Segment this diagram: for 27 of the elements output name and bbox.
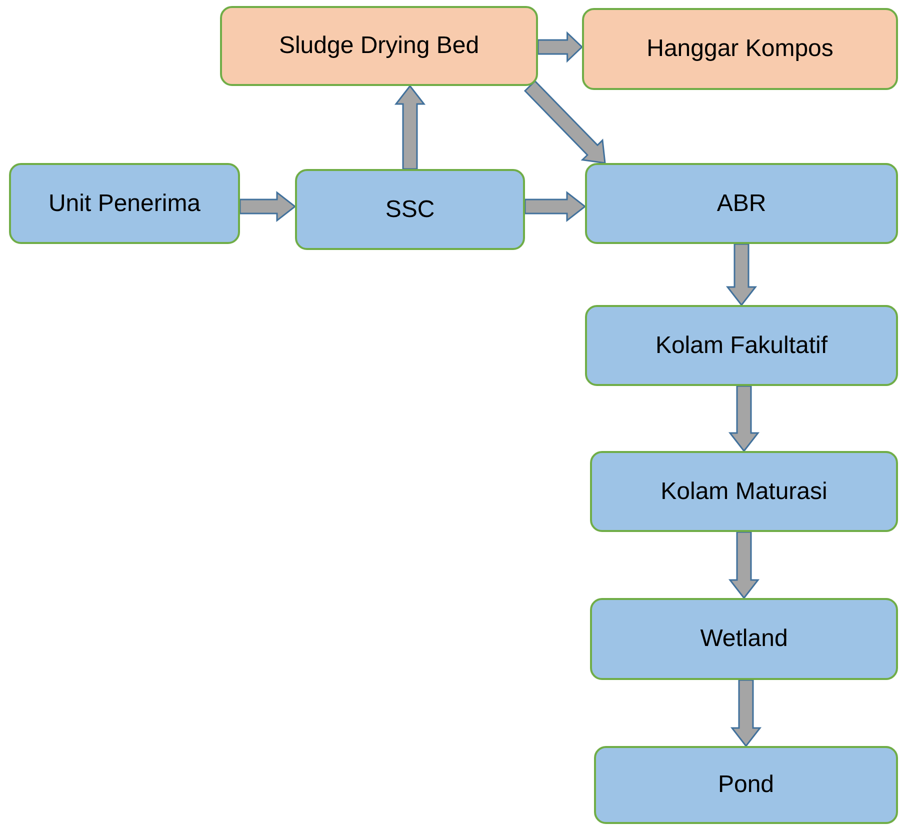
box-label: Pond — [718, 770, 774, 800]
process-box — [582, 8, 898, 90]
box-label: Kolam Fakultatif — [655, 330, 828, 360]
block-arrow — [730, 679, 762, 748]
block-arrow — [524, 80, 606, 164]
box-label: SSC — [385, 194, 435, 224]
block-arrow — [726, 243, 758, 306]
box-label: Unit Penerima — [48, 188, 201, 218]
process-box — [594, 746, 898, 824]
box-label: Sludge Drying Bed — [278, 31, 480, 61]
box-label: Kolam Maturasi — [660, 476, 828, 506]
process-box — [590, 451, 898, 532]
box-label: ABR — [716, 188, 766, 218]
process-box — [590, 598, 898, 680]
process-box — [585, 305, 898, 386]
process-box — [220, 6, 538, 86]
block-arrow — [537, 31, 584, 63]
box-label: Wetland — [700, 624, 788, 654]
block-arrow — [394, 84, 426, 170]
box-label: Hanggar Kompos — [646, 34, 834, 64]
block-arrow — [728, 385, 760, 452]
process-box — [585, 163, 898, 244]
block-arrow — [239, 190, 296, 222]
process-box — [9, 163, 240, 244]
block-arrow — [524, 190, 586, 222]
process-box — [295, 169, 525, 250]
block-arrow — [728, 531, 760, 600]
